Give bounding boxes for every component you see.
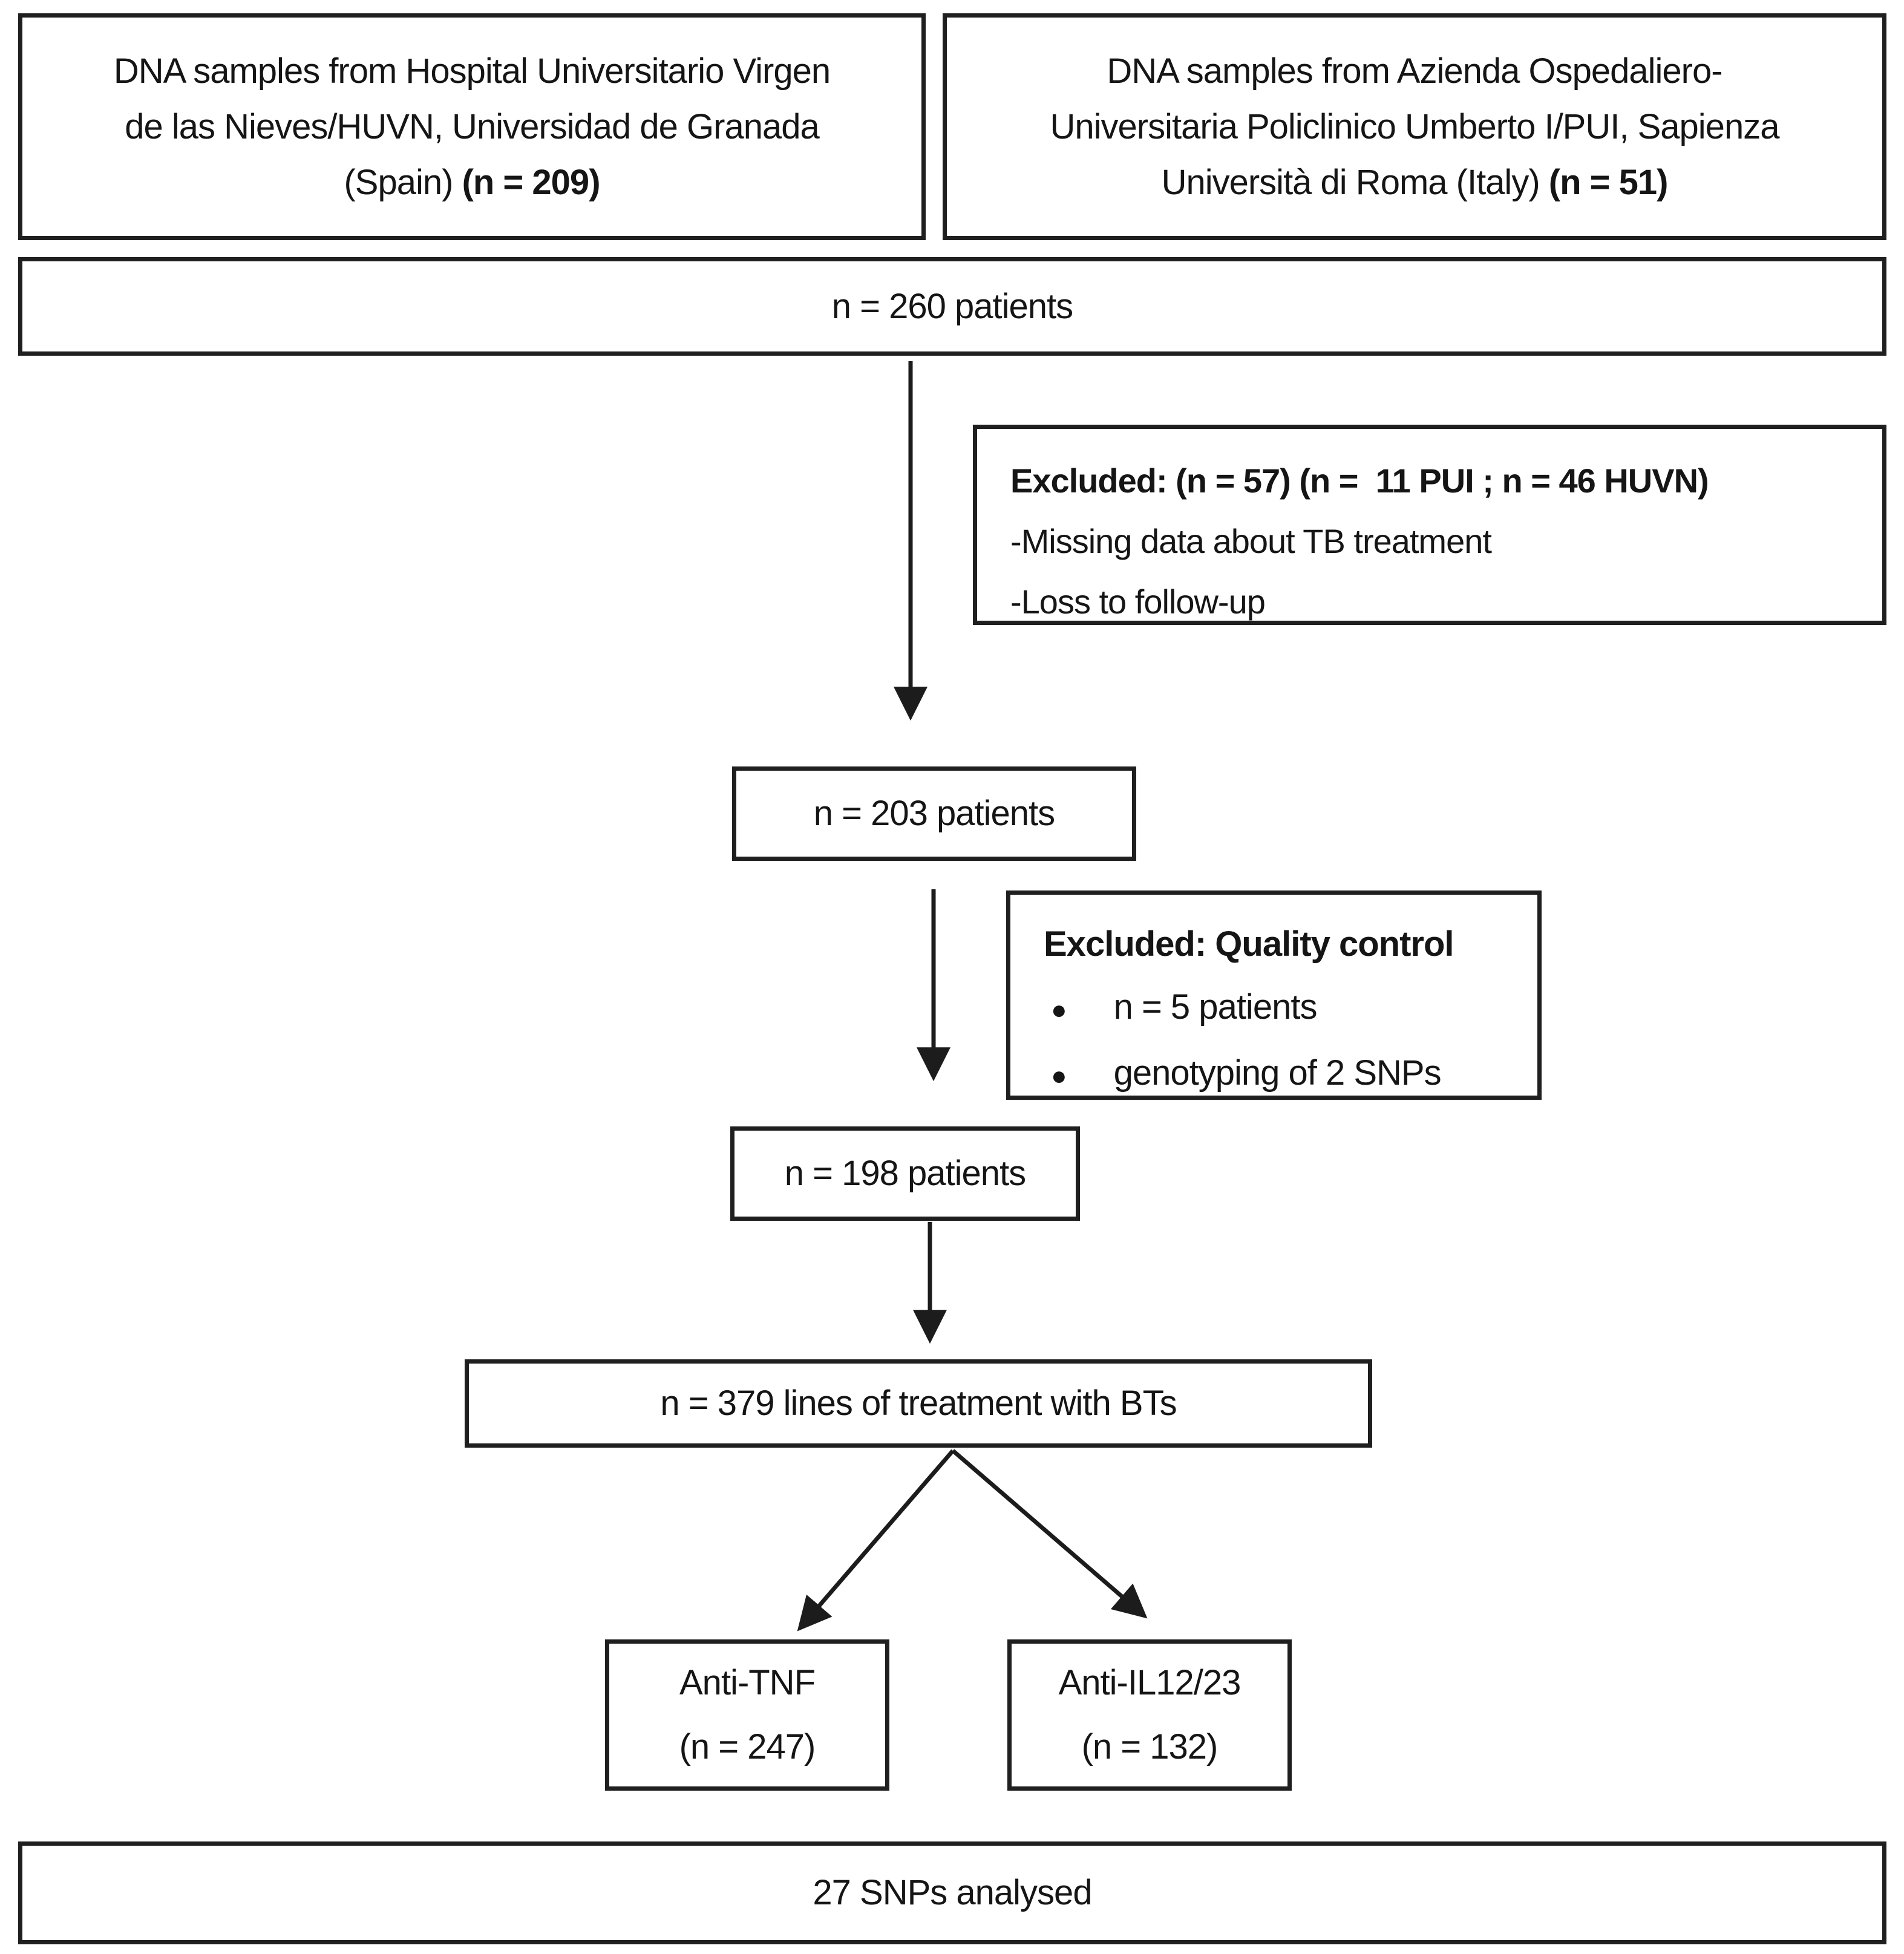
excluded-quality-title: Excluded: Quality control [1044,924,1454,964]
box-dna-samples-spain: DNA samples from Hospital Universitario … [18,13,926,240]
anti-tnf-label: Anti-TNF [679,1663,816,1702]
excluded-followup-title: Excluded: (n = 57) (n = 11 PUI ; n = 46 … [1010,462,1709,500]
excluded-quality-row1: ● n = 5 patients [1044,976,1317,1042]
n-203-label: n = 203 patients [813,794,1055,833]
source-spain-count: (n = 209) [462,162,601,202]
snps-analysed-label: 27 SNPs analysed [813,1873,1092,1912]
anti-tnf-count: (n = 247) [679,1727,816,1766]
source-italy-count: (n = 51) [1548,162,1669,202]
excluded-followup-item1: -Missing data about TB treatment [1010,522,1492,560]
excluded-quality-item1: n = 5 patients [1113,987,1318,1027]
excluded-quality-row2: ● genotyping of 2 SNPs [1044,1042,1442,1108]
excluded-followup-item2: -Loss to follow-up [1010,583,1266,621]
source-spain-line1: DNA samples from Hospital Universitario … [113,51,831,91]
anti-il12-23-label: Anti-IL12/23 [1058,1663,1242,1702]
n-379-label: n = 379 lines of treatment with BTs [660,1384,1177,1423]
box-27-snps-analysed: 27 SNPs analysed [18,1841,1886,1944]
source-spain-line2: de las Nieves/HUVN, Universidad de Grana… [125,106,820,146]
arrow-379-to-anti-tnf [797,1449,955,1632]
bullet-icon: ● [1051,995,1067,1025]
arrow-379-to-anti-il12-23 [951,1449,1148,1619]
box-anti-il12-23: Anti-IL12/23 (n = 132) [1007,1639,1292,1791]
source-italy-line1: DNA samples from Azienda Ospedaliero- [1107,51,1722,91]
source-italy-location: Università di Roma (Italy) [1161,162,1549,202]
source-spain-location: (Spain) [344,162,462,202]
box-excluded-quality-control: Excluded: Quality control ● n = 5 patient… [1006,890,1542,1100]
box-n-198-patients: n = 198 patients [730,1126,1080,1221]
anti-il12-23-count: (n = 132) [1081,1727,1219,1766]
box-excluded-followup: Excluded: (n = 57) (n = 11 PUI ; n = 46 … [973,425,1886,625]
bullet-icon: ● [1051,1061,1067,1091]
box-n-203-patients: n = 203 patients [732,766,1136,861]
source-italy-line2: Universitaria Policlinico Umberto I/PUI,… [1050,106,1780,146]
box-anti-tnf: Anti-TNF (n = 247) [605,1639,889,1791]
n-260-label: n = 260 patients [831,286,1073,326]
box-n-260-patients: n = 260 patients [18,257,1886,356]
source-italy-line3: Università di Roma (Italy) (n = 51) [1161,155,1669,211]
box-dna-samples-italy: DNA samples from Azienda Ospedaliero- Un… [943,13,1886,240]
box-n-379-treatment-lines: n = 379 lines of treatment with BTs [465,1359,1372,1448]
excluded-quality-item2: genotyping of 2 SNPs [1113,1053,1442,1093]
n-198-label: n = 198 patients [784,1154,1026,1193]
source-spain-line3: (Spain) (n = 209) [344,155,600,211]
